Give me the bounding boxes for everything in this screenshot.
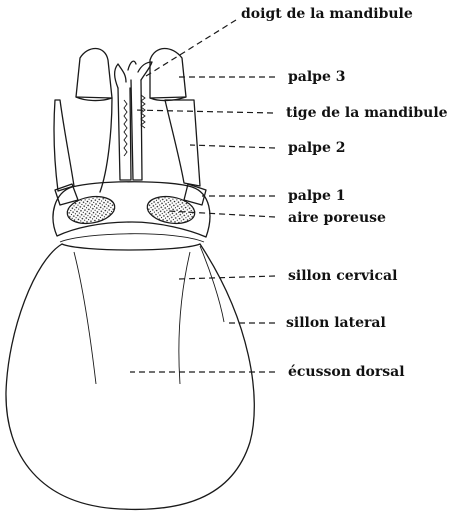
cervical-groove-left: [74, 252, 96, 384]
cervical-groove-right: [179, 252, 190, 384]
mandible-shaft-left: [118, 88, 131, 180]
mandible-digit-left: [115, 64, 126, 88]
basis-rim: [60, 234, 204, 242]
label-sillon-lateral: sillon lateral: [286, 315, 386, 331]
label-tige-de-la-mandibule: tige de la mandibule: [286, 105, 448, 121]
label-palpe-2: palpe 2: [288, 140, 346, 156]
label-sillon-cervical: sillon cervical: [288, 268, 397, 284]
palp-left-segment3: [76, 48, 112, 100]
label-aire-poreuse: aire poreuse: [288, 210, 386, 226]
lateral-groove: [200, 246, 224, 322]
porose-area-right: [145, 193, 197, 227]
leader-palpe2: [190, 145, 275, 148]
palp-left-segment2: [54, 100, 74, 191]
hypostome-teeth: [124, 100, 127, 156]
leader-tige: [133, 110, 273, 113]
label-ecusson-dorsal: écusson dorsal: [288, 364, 405, 380]
label-palpe-1: palpe 1: [288, 188, 346, 204]
label-doigt-de-la-mandibule: doigt de la mandibule: [241, 6, 413, 22]
leader-doigt: [146, 20, 236, 76]
shield-neck: [62, 244, 200, 250]
label-palpe-3: palpe 3: [288, 69, 346, 85]
palp-left-outline: [76, 97, 112, 192]
mandible-digit-center: [128, 61, 136, 70]
dorsal-shield: [6, 244, 254, 509]
mandible-shaft-right: [131, 80, 142, 180]
palp-right-outline: [150, 97, 186, 98]
porose-area-left: [65, 193, 117, 227]
leader-sillon-cervical: [179, 276, 275, 279]
palp-right-segment2: [165, 100, 200, 186]
palp-right-segment3: [150, 48, 186, 100]
